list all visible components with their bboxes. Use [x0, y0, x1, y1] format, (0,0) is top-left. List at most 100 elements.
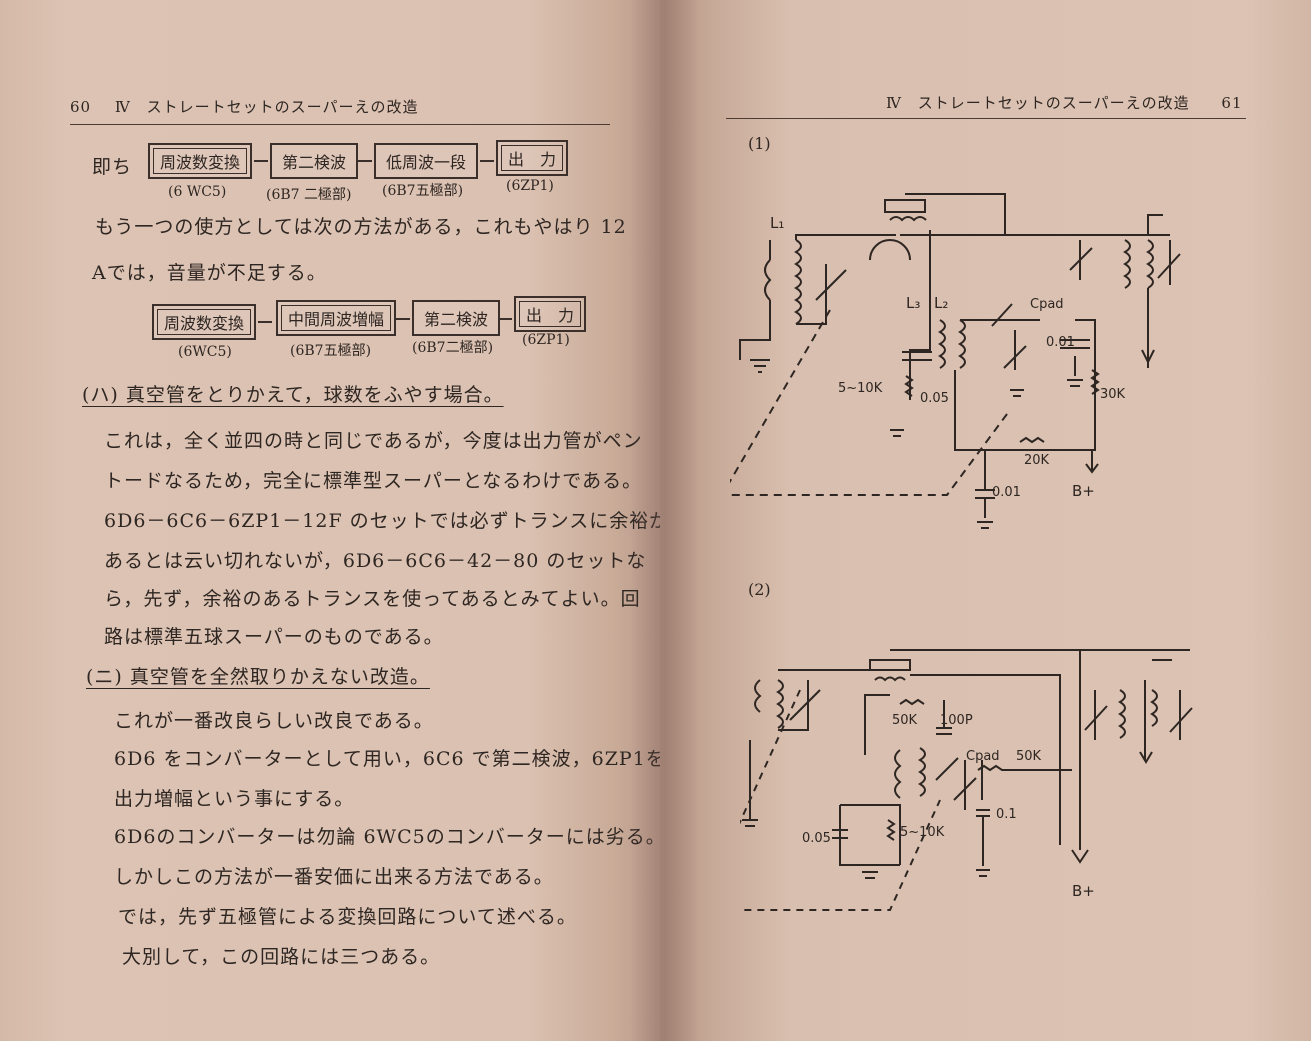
arrow [1085, 450, 1099, 474]
gang-dashed-line [730, 309, 1011, 496]
section-heading: (ハ) 真空管をとりかえて，球数をふやす場合。 [82, 384, 504, 406]
right-page-header: Ⅳ ストレートセットのスーパーえの改造 61 [886, 92, 1243, 113]
tube-symbol [869, 239, 911, 261]
connector [480, 160, 494, 162]
coil-symbol [938, 319, 946, 369]
header-rule [726, 118, 1246, 119]
label-l2: L₂ [934, 294, 948, 312]
capacitor [1060, 339, 1090, 387]
coil-symbol [754, 679, 762, 713]
schematic-2: 50K 100P Cpad 50K 0.1 0.05 5~10K B+ [740, 649, 1193, 911]
text-line: Aでは，音量が不足する。 [92, 262, 327, 284]
coil-symbol [894, 749, 902, 799]
block-box: 出 力 [514, 296, 587, 332]
text-line: 路は標準五球スーパーのものである。 [104, 626, 444, 648]
coil-symbol [776, 669, 898, 731]
text-line: 6D6 をコンバーターとして用い，6C6 で第二検波，6ZP1を [114, 748, 666, 770]
tube-label: (6B7 二極部) [266, 187, 352, 203]
coil-symbol [764, 259, 772, 301]
figure-label: (2) [748, 580, 771, 599]
resistor [1090, 369, 1100, 395]
wire [905, 193, 1006, 330]
schematic-1: L₁ L₃ L₂ Cpad 5~10K 0.05 0.01 30K 20K 0.… [730, 193, 1181, 529]
label-bplus: B+ [1072, 482, 1095, 500]
book-gutter [630, 0, 700, 1041]
label-l3: L₃ [906, 294, 920, 312]
text-line: あるとは云い切れないが，6D6－6C6－42－80 のセットな [104, 550, 647, 572]
gang-dashed-line [740, 689, 941, 911]
tube-symbol [884, 199, 926, 213]
ground-symbol [742, 740, 758, 827]
label-bplus: B+ [1072, 882, 1095, 900]
block-box: 周波数変換 [148, 143, 253, 179]
resistor [976, 760, 1072, 877]
coil-symbol [1146, 214, 1163, 368]
variable-capacitor [815, 269, 847, 301]
variable-capacitor [1003, 330, 1027, 397]
text-line: 出力増幅という事にする。 [114, 788, 355, 810]
coil-symbol [1084, 689, 1126, 740]
text-line: ら，先ず，余裕のあるトランスを使ってあるとみてよい。回 [104, 588, 641, 610]
text-line: 6D6－6C6－6ZP1－12F のセットでは必ずトランスに余裕が [104, 510, 670, 532]
resistor [1019, 436, 1045, 444]
running-title: ストレートセットのスーパーえの改造 [917, 94, 1190, 112]
label-c3: 0.01 [992, 485, 1021, 500]
text-line: 大別して，この回路には三つある。 [122, 946, 441, 968]
label-c2: 0.1 [996, 807, 1017, 822]
label-cpad: Cpad [966, 749, 1000, 764]
label-c3: 0.05 [802, 831, 831, 846]
coil-symbol [918, 747, 977, 810]
text-line: もう一つの使方としては次の方法がある，これもやはり 12 [95, 216, 627, 238]
coil-symbol [794, 239, 802, 325]
text-line: しかしこの方法が一番安価に出来る方法である。 [114, 866, 554, 888]
label-r1: 50K [892, 713, 918, 728]
tube-label: (6B7五極部) [382, 183, 464, 199]
connector [254, 160, 268, 162]
wire [739, 240, 771, 360]
page-number: 60 [70, 98, 92, 116]
block-box: 第二検波 [270, 143, 359, 179]
label-c1: 0.05 [920, 391, 949, 406]
variable-capacitor [1157, 240, 1181, 285]
connector [258, 321, 272, 323]
tube-symbol [889, 216, 927, 222]
wire [902, 330, 932, 400]
page-number: 61 [1221, 94, 1243, 112]
tube-label: (6WC5) [178, 344, 232, 360]
tube-label: (6 WC5) [168, 184, 227, 200]
resistor [890, 375, 914, 437]
wire [954, 319, 1096, 451]
running-title: ストレートセットのスーパーえの改造 [146, 98, 419, 116]
arrow [1141, 349, 1155, 365]
figure-label: (1) [748, 134, 771, 153]
label-c2: 0.01 [1046, 335, 1075, 350]
text-line: 6D6のコンバーターは勿論 6WC5のコンバーターには劣る。 [114, 826, 666, 848]
label-r2: 30K [1100, 387, 1126, 402]
section-heading: (ニ) 真空管を全然取りかえない改造。 [86, 666, 430, 688]
text-line: トードなるため，完全に標準型スーパーとなるわけである。 [104, 470, 643, 492]
wire [795, 234, 896, 325]
label-cpad: Cpad [1030, 297, 1064, 312]
coil-symbol [958, 303, 1040, 369]
block-box: 低周波一段 [374, 143, 479, 179]
resistor [832, 804, 901, 879]
block-box: 第二検波 [412, 300, 501, 336]
block-box: 中間周波増幅 [276, 300, 397, 336]
capacitor [975, 450, 995, 529]
text-line: これは，全く並四の時と同じであるが，今度は出力管がペン [104, 430, 643, 452]
label-r1: 5~10K [838, 381, 883, 396]
right-page: Ⅳ ストレートセットのスーパーえの改造 61 (1) [660, 0, 1311, 1041]
text-line: これが一番改良らしい改良である。 [114, 710, 434, 732]
coil-symbol [1123, 239, 1131, 289]
variable-capacitor [1069, 240, 1093, 280]
chapter-number: Ⅳ [886, 94, 902, 112]
tube-label: (6ZP1) [506, 178, 554, 194]
tube-label: (6B7二極部) [412, 340, 494, 356]
wire [1050, 649, 1190, 864]
connector [498, 318, 512, 320]
resistor [899, 698, 952, 735]
variable-capacitor [789, 689, 821, 721]
ground-symbol [750, 359, 770, 373]
header-rule [70, 124, 610, 125]
label-r3: 5~10K [900, 825, 945, 840]
